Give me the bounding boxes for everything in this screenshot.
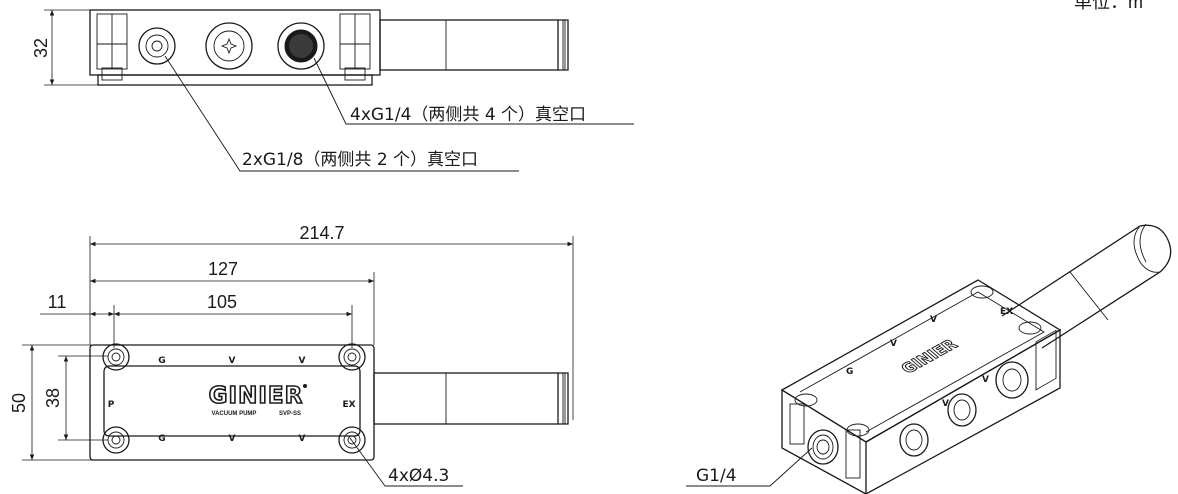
iso-brand-logo: GINIER [897,336,962,376]
svg-text:EX: EX [1000,307,1013,317]
iso-side-port-1 [899,423,929,457]
dim-label-214-7: 214.7 [299,223,344,243]
svg-text:V: V [890,339,897,349]
callout-iso-port: G1/4 [696,466,737,486]
leader-g18 [164,55,519,172]
dim-label-11: 11 [48,292,67,312]
unit-note: 单位：m [1074,0,1143,12]
iso-side-port-2 [947,393,977,427]
mark-v-top-2: V [299,356,306,366]
mounting-hole-tr [338,343,366,371]
mark-g-bottom: G [158,434,165,444]
top-view-body [89,9,381,76]
mounting-hole-bl [102,426,130,454]
mark-ex: EX [342,400,355,410]
mark-v-top-1: V [229,356,236,366]
top-view: 32 4xG1/4（两侧共 4 个）真空口 [31,9,634,172]
svg-text:V: V [942,399,949,409]
iso-g14-port [807,429,839,465]
mark-v-bottom-1: V [229,434,236,444]
callout-g18: 2xG1/8（两侧共 2 个）真空口 [242,150,478,170]
leader-holes [349,437,463,487]
front-view: 214.7 127 105 11 50 38 [9,223,574,487]
dim-label-50: 50 [9,393,29,413]
iso-front-face [781,388,867,494]
dim-label-32: 32 [31,38,51,58]
leader-g14 [313,57,634,125]
svg-text:V: V [930,315,937,325]
brand-sub-right: SVP-SS [279,411,301,417]
callout-holes: 4xØ4.3 [388,466,449,486]
g18-port [138,27,176,65]
silencer-tube-front [373,372,559,425]
mounting-hole-tl [102,343,130,371]
dim-label-105: 105 [207,292,237,312]
svg-text:V: V [982,375,989,385]
g14-port [277,22,325,70]
leader-iso-port [686,447,813,487]
callout-g14: 4xG1/4（两侧共 4 个）真空口 [350,105,586,125]
iso-view: GINIER G V V V V EX G [686,223,1172,494]
iso-side-face [865,328,1061,494]
brand-logo: GINIER [209,383,304,409]
silencer-tube-iso [1001,224,1172,349]
svg-text:G: G [846,367,853,377]
silencer-tube-top [379,19,559,71]
mark-v-bottom-2: V [299,434,306,444]
mark-p: P [108,400,115,410]
mounting-hole-br [338,426,366,454]
brand-sub-left: VACUUM PUMP [212,411,257,417]
dim-label-127: 127 [208,259,238,279]
plug-port [205,22,253,70]
mark-g-top: G [158,356,165,366]
dim-label-38: 38 [43,388,63,408]
iso-side-port-3 [995,361,1029,399]
